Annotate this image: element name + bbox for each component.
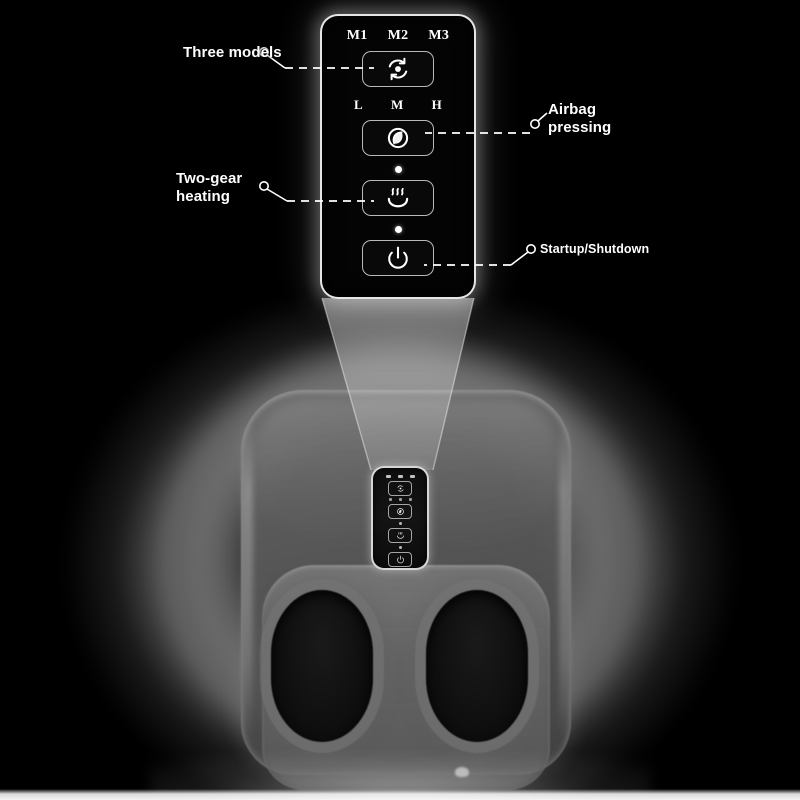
mode-legend-m3: M3 (428, 28, 450, 43)
power-button[interactable] (362, 240, 434, 276)
separator-dot-2 (394, 226, 402, 233)
intensity-legend-h: H (431, 97, 442, 112)
foot-cavity-right (426, 590, 528, 742)
power-icon (388, 246, 408, 269)
floor-strip (0, 789, 800, 800)
mode-button[interactable] (362, 51, 434, 87)
heat-button[interactable] (362, 180, 434, 216)
control-panel-enlarged[interactable]: M1 M2 M3 L M H (320, 14, 476, 299)
mini-separator-dot-1 (398, 522, 402, 525)
mini-intensity-indicators (373, 498, 427, 501)
airbag-icon (396, 508, 404, 515)
massager-rim-light-left (243, 420, 253, 740)
mini-mode-indicator-m1 (385, 475, 391, 478)
airbag-button[interactable] (362, 120, 434, 156)
device-control-panel-small[interactable] (371, 466, 429, 570)
foot-cavity-left (271, 590, 373, 742)
mode-legend-m2: M2 (387, 28, 409, 43)
intensity-legend-row: L M H (322, 97, 474, 113)
mode-legend-row: M1 M2 M3 (322, 28, 474, 44)
mini-intensity-indicator-m (398, 498, 402, 501)
mini-airbag-button[interactable] (388, 504, 412, 519)
mini-power-button[interactable] (388, 552, 412, 567)
callout-label-airbag-pressing: Airbag pressing (548, 101, 612, 136)
power-icon (396, 555, 404, 564)
mini-intensity-indicator-l (388, 498, 392, 501)
airbag-icon (387, 127, 409, 149)
rotate-cycle-icon (388, 57, 408, 81)
shell-nub (455, 767, 469, 777)
intensity-legend-l: L (354, 97, 363, 112)
heat-waves-icon (396, 532, 404, 539)
callout-label-startup-shutdown: Startup/Shutdown (540, 242, 650, 256)
mini-mode-indicator-m3 (409, 475, 415, 478)
callout-label-three-models: Three models (183, 44, 282, 61)
mini-separator-dot-2 (398, 546, 402, 549)
mini-mode-button[interactable] (388, 481, 412, 496)
separator-dot-1 (394, 166, 402, 173)
massager-rim-light-right (559, 420, 569, 740)
mini-mode-indicator-m2 (397, 475, 403, 478)
intensity-legend-m: M (390, 97, 404, 112)
callout-label-two-gear-heating: Two-gear heating (176, 170, 243, 205)
heat-waves-icon (387, 187, 409, 208)
mini-mode-indicators (373, 475, 427, 478)
mode-legend-m1: M1 (346, 28, 368, 43)
mini-intensity-indicator-h (408, 498, 412, 501)
mini-heat-button[interactable] (388, 528, 412, 543)
rotate-cycle-icon (397, 485, 403, 492)
